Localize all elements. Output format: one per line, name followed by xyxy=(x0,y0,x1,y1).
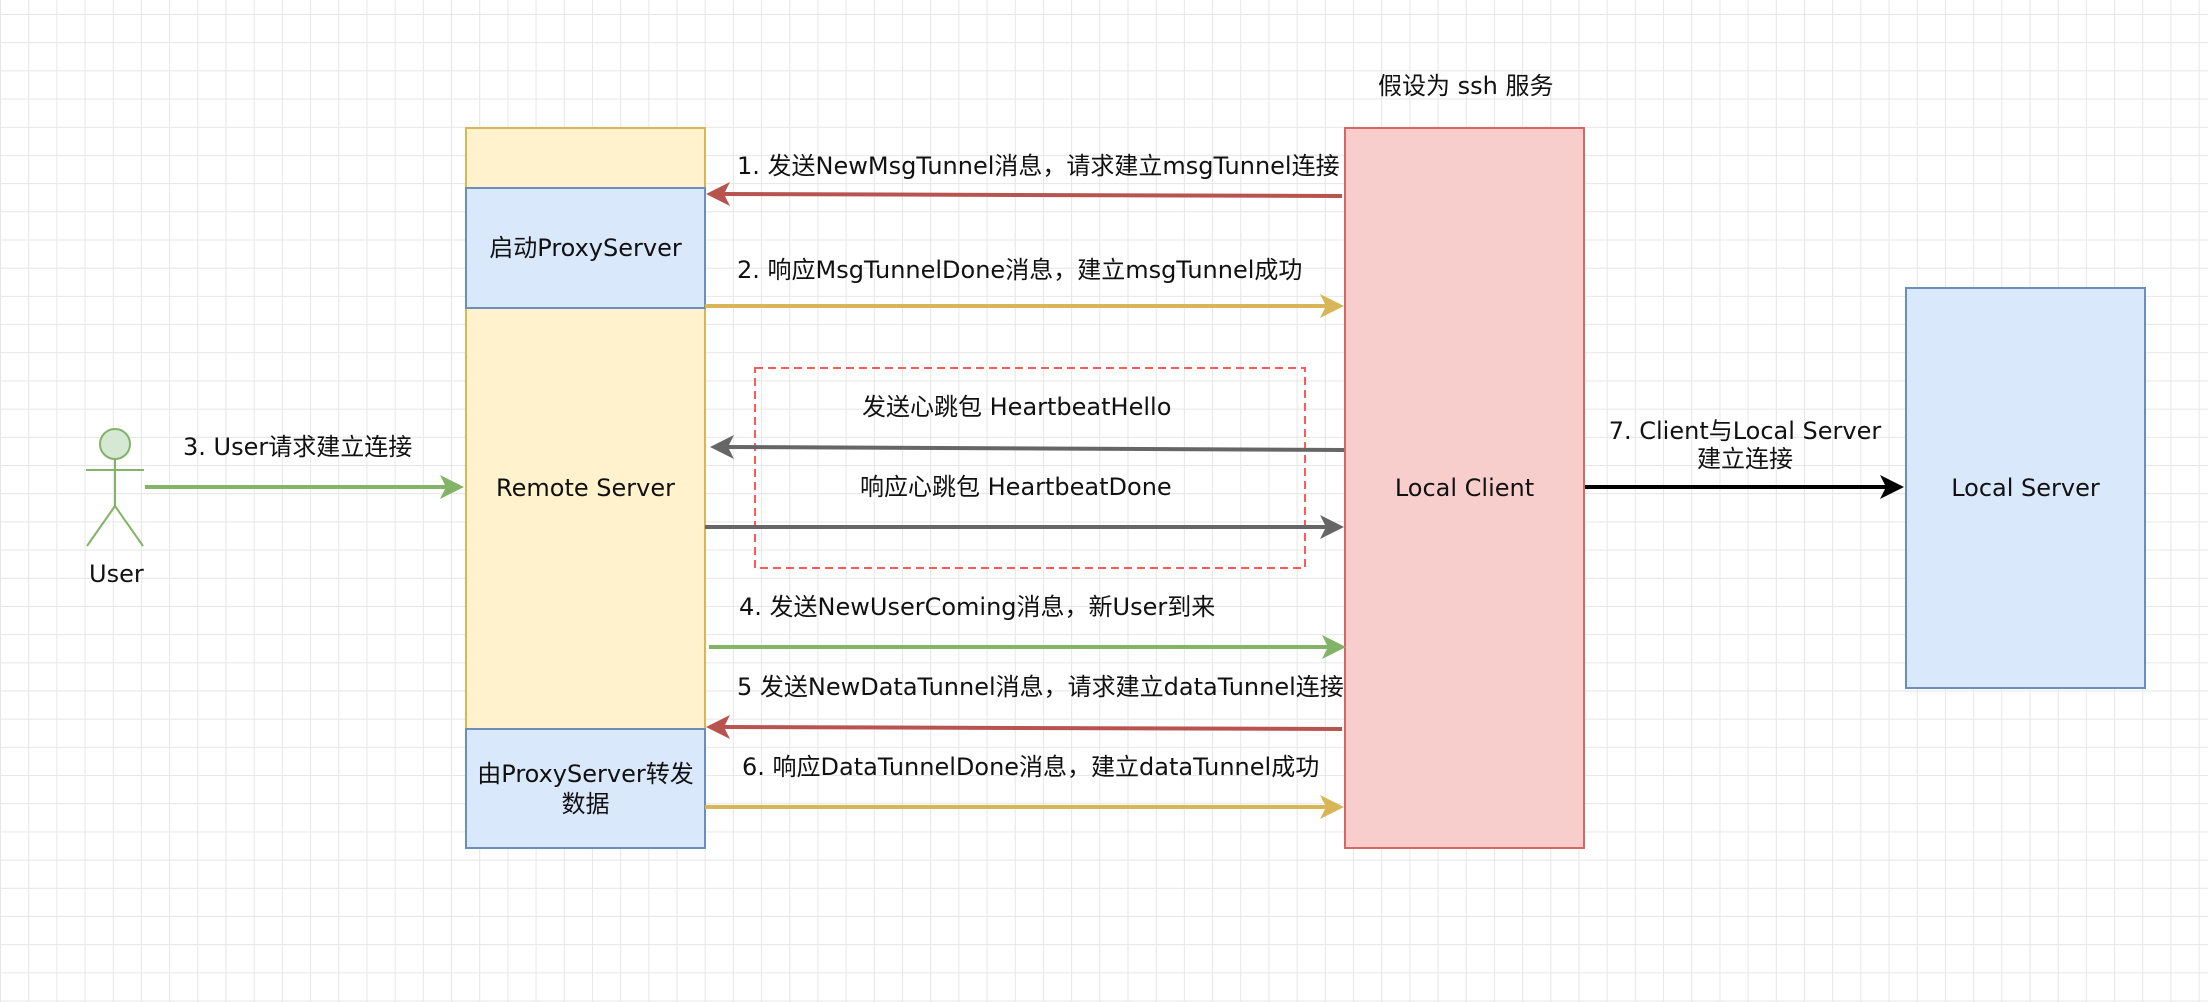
arrow-heartbeat-done[interactable] xyxy=(705,515,1344,539)
proxy-start-text: 启动ProxyServer xyxy=(489,234,682,262)
heartbeat-group-box[interactable] xyxy=(754,367,1306,569)
proxy-start-box[interactable] xyxy=(465,187,706,309)
message-3-text: 3. User请求建立连接 xyxy=(183,433,413,461)
arrow-msg-6[interactable] xyxy=(705,795,1344,819)
message-5-text: 5 发送NewDataTunnel消息，请求建立dataTunnel连接 xyxy=(737,673,1344,701)
local-client-text: Local Client xyxy=(1394,474,1535,502)
arrow-heartbeat-hello[interactable] xyxy=(710,435,1345,459)
local-client-box[interactable] xyxy=(1344,127,1585,849)
arrow-msg-2[interactable] xyxy=(705,294,1344,318)
heartbeat-hello-text: 发送心跳包 HeartbeatHello xyxy=(862,393,1172,421)
arrow-msg-1[interactable] xyxy=(706,182,1343,206)
proxy-start-label: 启动ProxyServer xyxy=(466,188,705,308)
arrow-msg-3[interactable] xyxy=(145,475,464,499)
message-4-text: 4. 发送NewUserComing消息，新User到来 xyxy=(739,593,1216,621)
local-server-box[interactable] xyxy=(1905,287,2146,689)
message-6-text: 6. 响应DataTunnelDone消息，建立dataTunnel成功 xyxy=(742,753,1320,781)
remote-server-label: Remote Server xyxy=(466,460,705,516)
heartbeat-done-text: 响应心跳包 HeartbeatDone xyxy=(860,473,1172,501)
arrow-msg-5[interactable] xyxy=(706,715,1343,739)
message-2-text: 2. 响应MsgTunnelDone消息，建立msgTunnel成功 xyxy=(737,256,1303,284)
arrow-msg-7[interactable] xyxy=(1585,475,1904,499)
user-label: User xyxy=(89,560,144,588)
remote-server-text: Remote Server xyxy=(496,474,675,502)
local-client-note: 假设为 ssh 服务 xyxy=(1378,72,1554,100)
message-7-text: 7. Client与Local Server 建立连接 xyxy=(1608,417,1882,473)
local-client-label: Local Client xyxy=(1345,460,1584,516)
message-1-text: 1. 发送NewMsgTunnel消息，请求建立msgTunnel连接 xyxy=(737,152,1340,180)
proxy-forward-label: 由ProxyServer转发数据 xyxy=(466,729,705,848)
proxy-forward-text: 由ProxyServer转发数据 xyxy=(477,759,694,818)
proxy-forward-box[interactable] xyxy=(465,728,706,849)
local-server-label: Local Server xyxy=(1906,460,2145,516)
user-actor-icon[interactable] xyxy=(86,428,144,547)
arrow-msg-4[interactable] xyxy=(709,635,1346,659)
local-server-text: Local Server xyxy=(1951,474,2100,502)
